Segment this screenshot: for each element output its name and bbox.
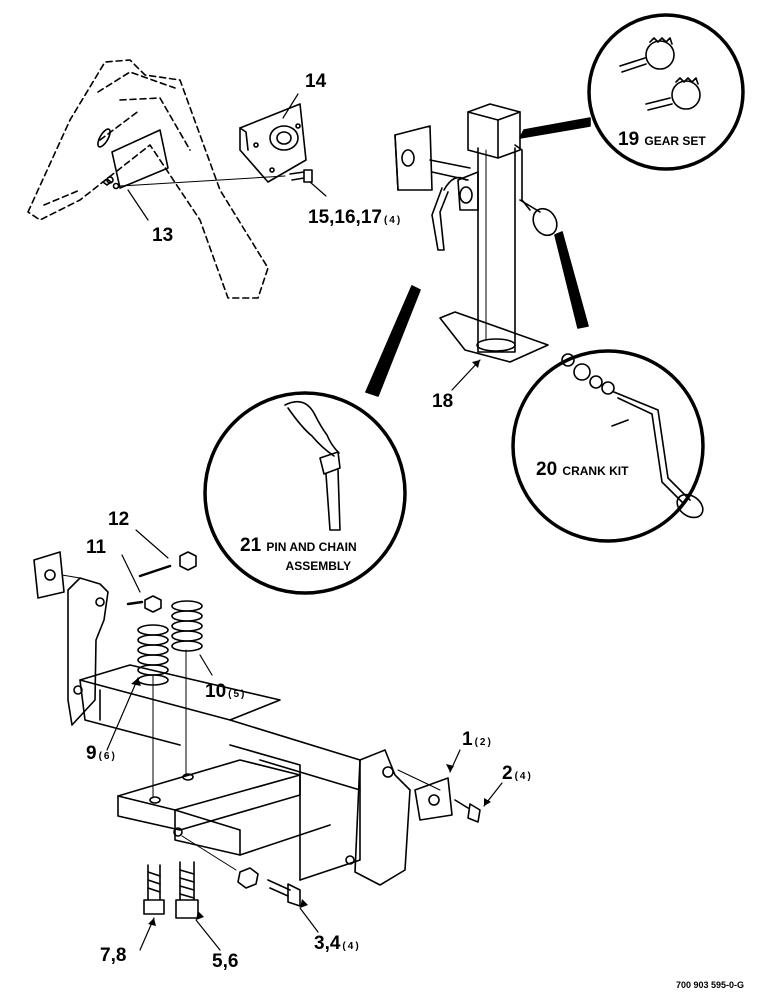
label-2-num: 2	[502, 763, 513, 784]
label-20-num: 20	[536, 459, 558, 480]
label-13-num: 13	[152, 225, 174, 246]
pin-chain-drawing	[284, 400, 341, 531]
label-10-num: 10	[205, 681, 227, 702]
label-14: 14	[305, 72, 326, 91]
gear-set-drawing	[619, 37, 701, 111]
label-11-num: 11	[86, 537, 107, 558]
label-19-num: 19	[618, 129, 640, 150]
callout-21-pin-chain	[203, 391, 407, 595]
label-9: 9(6)	[86, 744, 117, 763]
label-11: 11	[86, 538, 106, 557]
label-19: 19 GEAR SET	[618, 130, 706, 149]
label-9-num: 9	[86, 743, 97, 764]
label-21-text-line2: ASSEMBLY	[285, 559, 352, 573]
label-12: 12	[108, 510, 129, 529]
label-10-qty: (5)	[228, 689, 247, 700]
label-15-16-17: 15,16,17(4)	[308, 208, 402, 227]
label-20-text: CRANK KIT	[562, 464, 629, 478]
label-3-4-qty: (4)	[342, 941, 361, 952]
label-19-text: GEAR SET	[644, 134, 706, 148]
label-21-text-line1: PIN AND CHAIN	[266, 540, 357, 554]
label-2: 2(4)	[502, 764, 533, 783]
label-18-num: 18	[432, 391, 454, 412]
label-18: 18	[432, 392, 453, 411]
label-13: 13	[152, 226, 173, 245]
label-7-8-num: 7,8	[100, 945, 127, 966]
bracket-14	[239, 103, 307, 183]
label-21-num: 21	[240, 535, 262, 556]
label-1-num: 1	[462, 729, 473, 750]
label-7-8: 7,8	[100, 946, 126, 965]
jack	[394, 103, 558, 363]
label-3-4: 3,4(4)	[314, 934, 361, 953]
label-3-4-num: 3,4	[314, 933, 341, 954]
label-21: 21 PIN AND CHAIN ASSEMBLY	[240, 536, 357, 574]
hitch-assembly	[33, 529, 503, 951]
label-2-qty: (4)	[514, 771, 533, 782]
label-9-qty: (6)	[98, 751, 117, 762]
label-5-6-num: 5,6	[212, 951, 239, 972]
callout-20-crank-kit	[511, 349, 705, 543]
label-12-num: 12	[108, 509, 130, 530]
label-15-16-17-qty: (4)	[383, 215, 403, 226]
callout-19-gear-set	[587, 13, 745, 171]
label-14-num: 14	[305, 71, 327, 92]
label-10: 10(5)	[205, 682, 246, 701]
frame-slot	[97, 128, 111, 148]
label-15-16-17-num: 15,16,17	[308, 207, 382, 228]
bracket-13	[111, 129, 169, 189]
label-1-qty: (2)	[474, 737, 493, 748]
label-20: 20 CRANK KIT	[536, 460, 628, 479]
drawing-number: 700 903 595-0-G	[675, 980, 744, 990]
crank-kit-drawing	[561, 353, 704, 519]
label-5-6: 5,6	[212, 952, 238, 971]
label-1: 1(2)	[462, 730, 493, 749]
